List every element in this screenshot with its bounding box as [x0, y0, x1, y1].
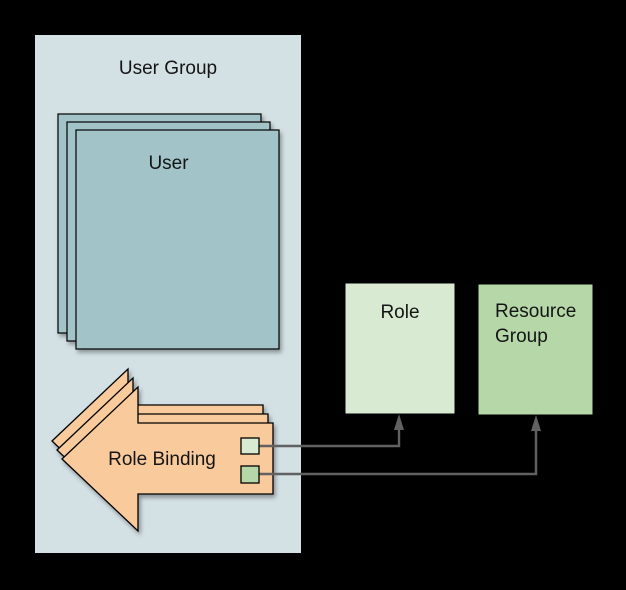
- user-stack: [57, 113, 280, 350]
- role-label: Role: [380, 302, 420, 323]
- role-binding-label: Role Binding: [108, 449, 216, 470]
- connector-resource-group-line: [259, 429, 538, 476]
- role-binding-arrow-stack: [51, 367, 274, 533]
- resource-group-box: [477, 283, 594, 416]
- connector-resource-group: [259, 415, 541, 476]
- connector-role-arrowhead-icon: [394, 414, 404, 430]
- role-box: [344, 282, 456, 415]
- connector-resource-group-arrowhead-icon: [531, 415, 541, 431]
- user-group-label: User Group: [118, 58, 218, 79]
- connector-role: [259, 414, 404, 448]
- user-card-front: [75, 129, 280, 350]
- connector-role-line: [259, 428, 401, 448]
- role-binding-arrow-front: [61, 385, 274, 533]
- binding-role-port: [240, 437, 260, 455]
- resource-group-label: Resource Group: [495, 301, 577, 347]
- binding-resource-group-port: [240, 465, 260, 484]
- user-label: User: [148, 153, 189, 174]
